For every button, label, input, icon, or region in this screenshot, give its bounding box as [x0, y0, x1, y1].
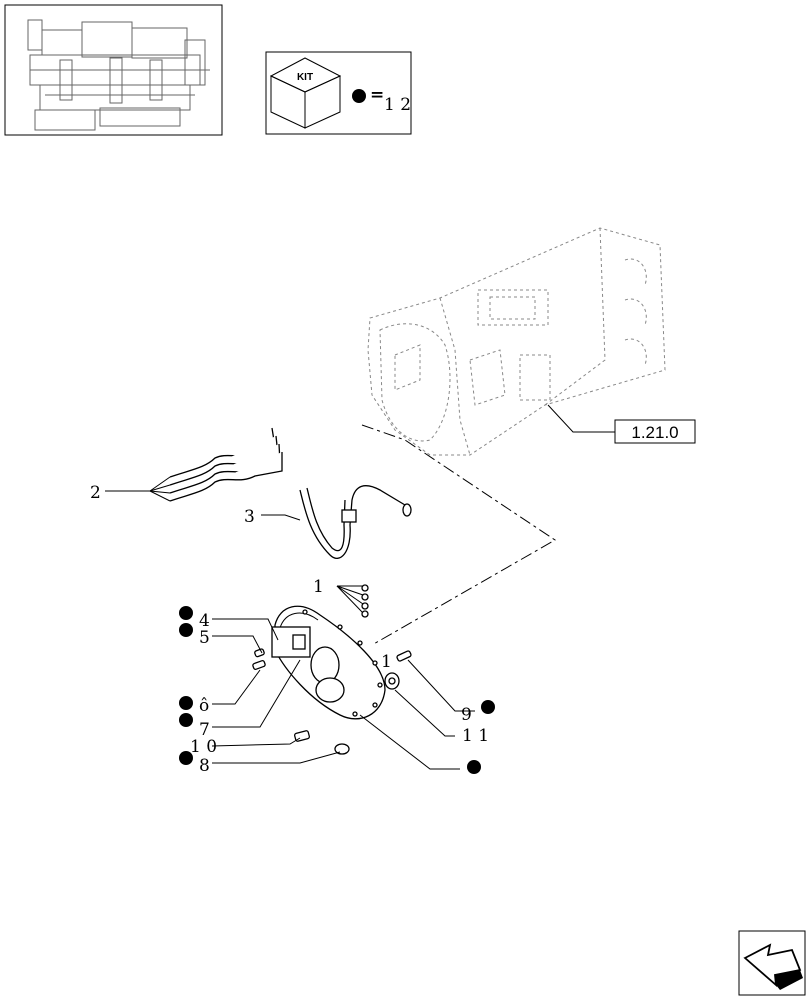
leader-lines: [105, 476, 475, 770]
callouts: 2 3 1 4 5 ô 7 1 0 8 9 1 1 1: [90, 483, 489, 776]
kit-dot-icon: [179, 623, 193, 637]
cover-plate: [271, 605, 386, 720]
kit-dot-icon: [352, 89, 366, 103]
callout-4: 4: [199, 611, 210, 631]
kit-dot-icon: [179, 696, 193, 710]
callout-1-small: 1: [381, 652, 392, 672]
part-2-pipes: [169, 427, 283, 502]
kit-legend: KIT = 1 2: [265, 51, 412, 135]
kit-dot-icon: [467, 760, 481, 774]
kit-value: 1 2: [384, 95, 411, 115]
callout-5: 5: [199, 628, 210, 648]
part-3-tube: [299, 485, 412, 559]
kit-box-icon: KIT: [269, 57, 342, 129]
kit-markers: [179, 606, 495, 774]
overview-thumbnail[interactable]: [4, 4, 223, 136]
reference-label[interactable]: 1.21.0: [631, 423, 678, 442]
kit-dot-icon: [179, 606, 193, 620]
kit-dot-icon: [481, 700, 495, 714]
small-parts: [252, 648, 412, 755]
transmission-housing: [367, 227, 666, 456]
kit-label: KIT: [297, 72, 313, 83]
callout-9: 9: [461, 705, 472, 725]
callout-6: ô: [199, 696, 209, 716]
kit-equals: =: [370, 85, 384, 105]
callout-1: 1: [313, 577, 324, 597]
callout-2: 2: [90, 483, 101, 503]
part-1-studs: [336, 584, 369, 618]
callout-7: 7: [199, 720, 210, 740]
callout-10: 1 0: [190, 737, 217, 757]
previous-page-button[interactable]: [738, 930, 806, 996]
reference-label-group[interactable]: 1.21.0: [547, 404, 696, 444]
callout-11: 1 1: [462, 726, 489, 746]
kit-dot-icon: [179, 751, 193, 765]
callout-8: 8: [199, 756, 210, 776]
callout-3: 3: [244, 507, 255, 527]
assembly-line: [361, 424, 556, 646]
back-arrow-icon: [743, 943, 803, 990]
kit-dot-icon: [179, 713, 193, 727]
